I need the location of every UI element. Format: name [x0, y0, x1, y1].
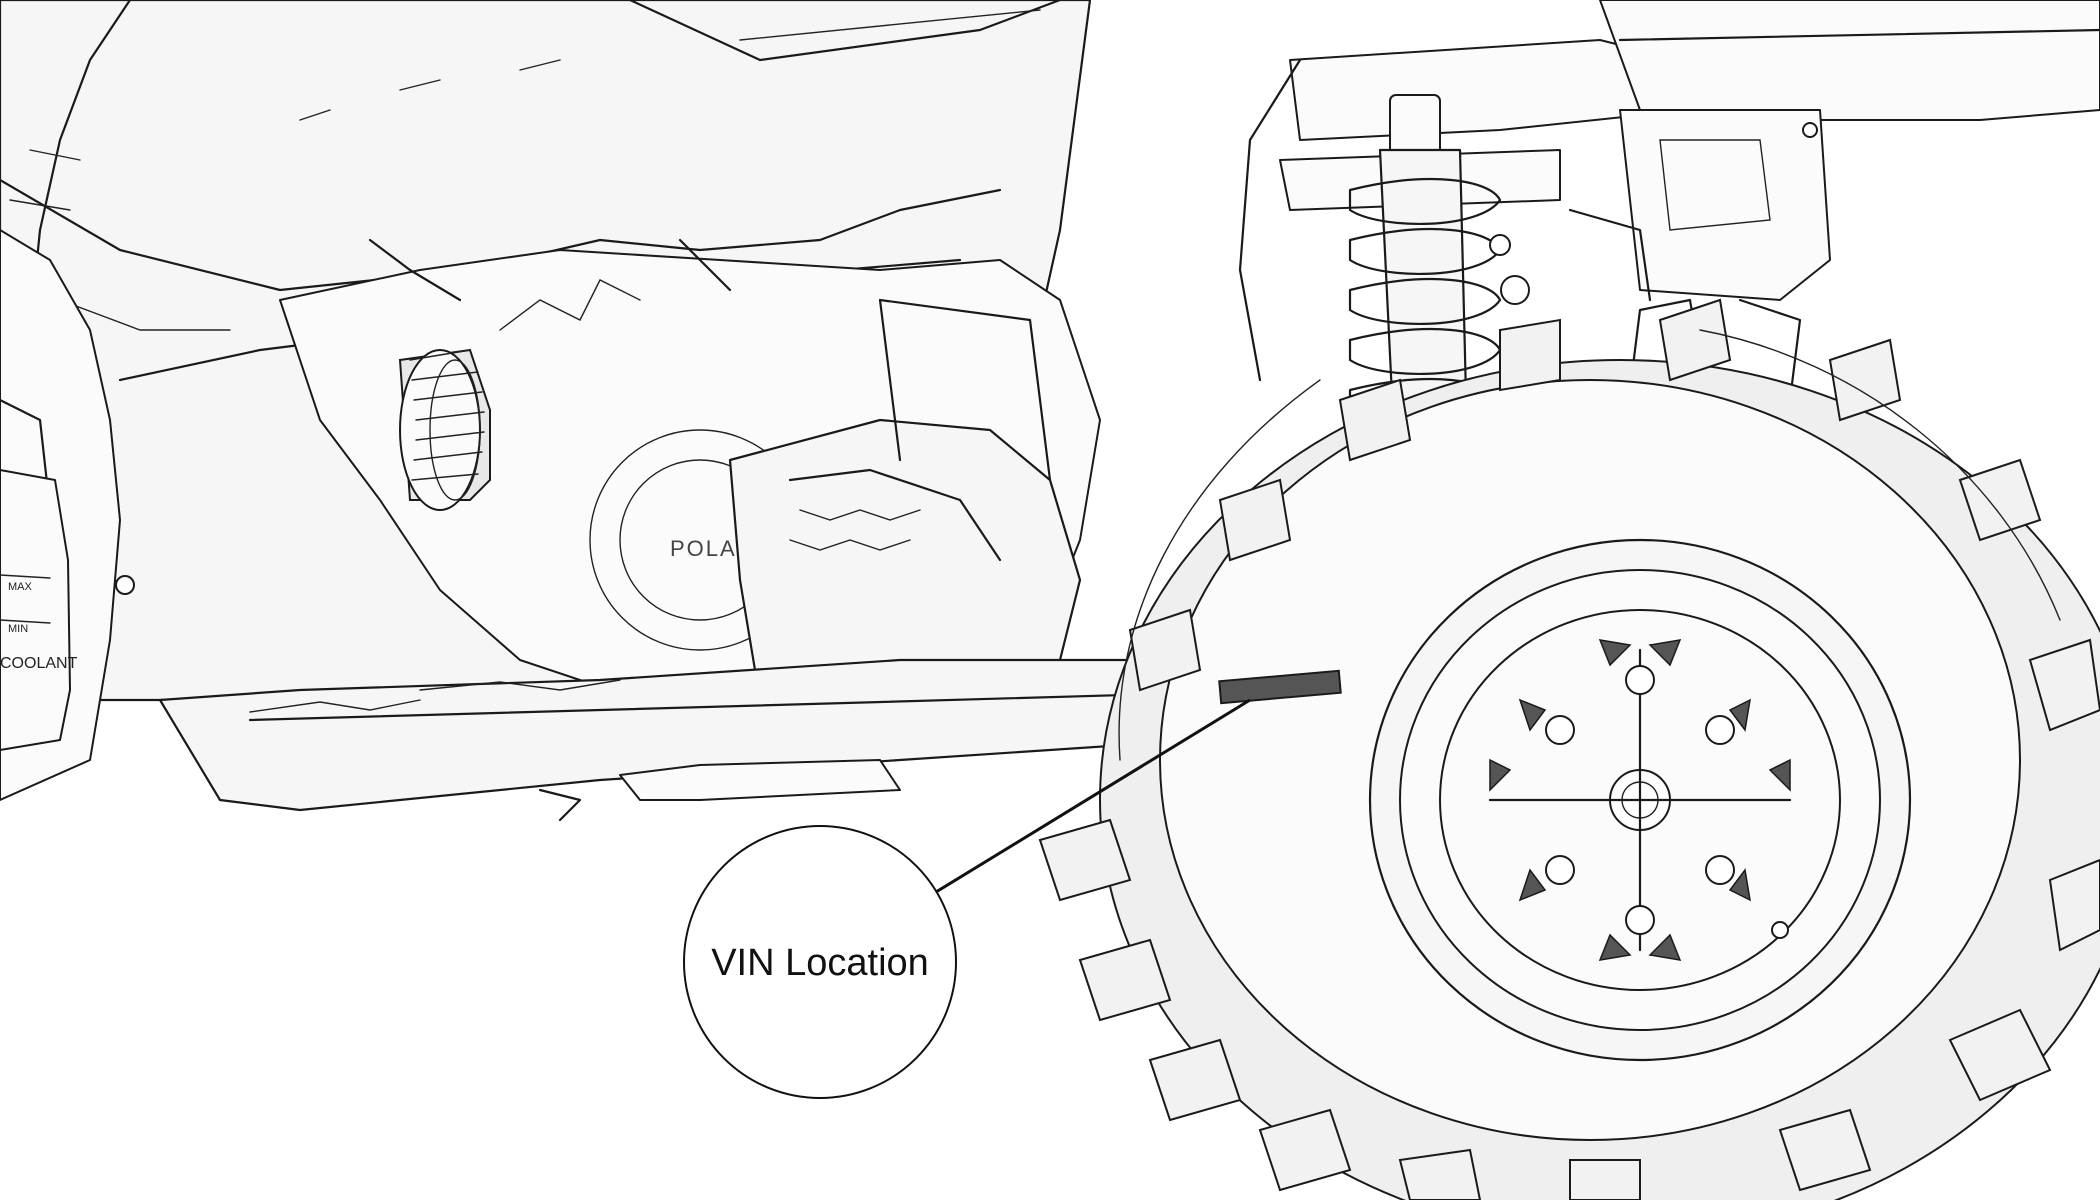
reservoir-min-label: MIN [8, 623, 28, 635]
vin-location-label: VIN Location [711, 942, 929, 984]
vin-location-callout: VIN Location [683, 825, 957, 1099]
coolant-reservoir: MAX MIN COOLANT [0, 469, 78, 751]
reservoir-max-label: MAX [8, 581, 33, 593]
vin-plate [1218, 669, 1342, 705]
footwell-floorboard [728, 298, 1082, 702]
rear-wheel-rim [1368, 538, 1912, 1062]
reservoir-coolant-label: COOLANT [0, 655, 78, 672]
callout-leader-line [935, 698, 1251, 894]
